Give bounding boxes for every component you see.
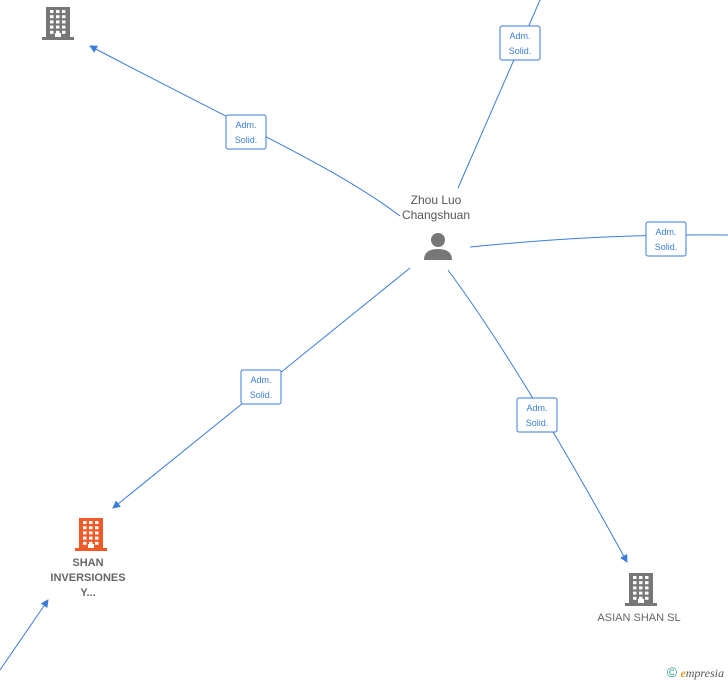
person-name[interactable]: Zhou Luo Changshuan bbox=[386, 193, 486, 223]
company-name-line: INVERSIONES bbox=[50, 572, 126, 584]
edge-label-asian: Adm. Solid. bbox=[516, 397, 558, 433]
edge-from-bottom-left bbox=[0, 599, 49, 671]
svg-text:Adm.: Adm. bbox=[250, 375, 271, 385]
company-name-line: Y... bbox=[80, 587, 96, 599]
building-icon[interactable] bbox=[75, 518, 107, 551]
svg-text:Solid.: Solid. bbox=[250, 390, 273, 400]
company-name-line: ASIAN SHAN SL bbox=[597, 612, 681, 624]
svg-text:Adm.: Adm. bbox=[235, 120, 256, 130]
svg-text:Solid.: Solid. bbox=[526, 418, 549, 428]
svg-text:Adm.: Adm. bbox=[509, 31, 530, 41]
svg-text:Solid.: Solid. bbox=[235, 135, 258, 145]
edge-label-right: Adm. Solid. bbox=[645, 221, 687, 257]
brand-logo: empresia bbox=[680, 666, 724, 680]
building-icon[interactable] bbox=[625, 573, 657, 606]
svg-text:Adm.: Adm. bbox=[526, 403, 547, 413]
svg-text:Adm.: Adm. bbox=[655, 227, 676, 237]
edge-label-top: Adm. Solid. bbox=[499, 25, 541, 61]
empresia-watermark: © empresia bbox=[667, 664, 724, 681]
edge-to-asian bbox=[447, 269, 628, 563]
copyright-symbol: © bbox=[666, 664, 678, 680]
edge-label-top-left: Adm. Solid. bbox=[225, 114, 267, 150]
company-name-line: SHAN bbox=[72, 557, 104, 569]
edge-to-right bbox=[469, 234, 728, 248]
svg-text:Solid.: Solid. bbox=[655, 242, 678, 252]
person-name-line1: Zhou Luo bbox=[410, 193, 462, 207]
company-name-shan[interactable]: SHAN INVERSIONES Y... bbox=[38, 556, 138, 601]
building-icon[interactable] bbox=[42, 7, 74, 40]
edge-to-top-left bbox=[89, 45, 401, 217]
person-icon[interactable] bbox=[424, 233, 452, 260]
edge-label-shan: Adm. Solid. bbox=[240, 369, 282, 405]
svg-text:Solid.: Solid. bbox=[509, 46, 532, 56]
company-name-asian[interactable]: ASIAN SHAN SL bbox=[579, 611, 699, 626]
person-name-line2: Changshuan bbox=[401, 208, 471, 222]
